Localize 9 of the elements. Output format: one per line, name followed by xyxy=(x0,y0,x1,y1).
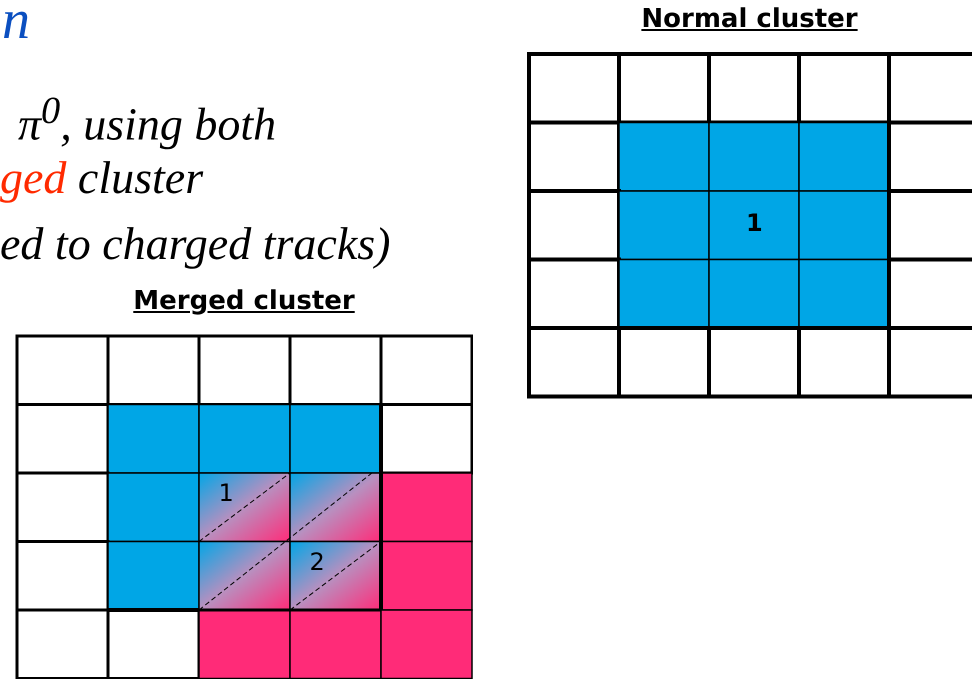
cell-number: 2 xyxy=(310,548,325,576)
cell-number: 1 xyxy=(746,209,763,238)
grid-heading: Normal cluster xyxy=(640,4,859,34)
body-text: ged cluster xyxy=(0,152,204,204)
body-text: ed to charged tracks) xyxy=(0,218,390,270)
slide-title: n xyxy=(2,0,30,52)
cell-number: 1 xyxy=(218,479,234,508)
grid-heading: Merged cluster xyxy=(132,286,356,316)
body-text: π$^{0}$, using both xyxy=(18,89,276,150)
